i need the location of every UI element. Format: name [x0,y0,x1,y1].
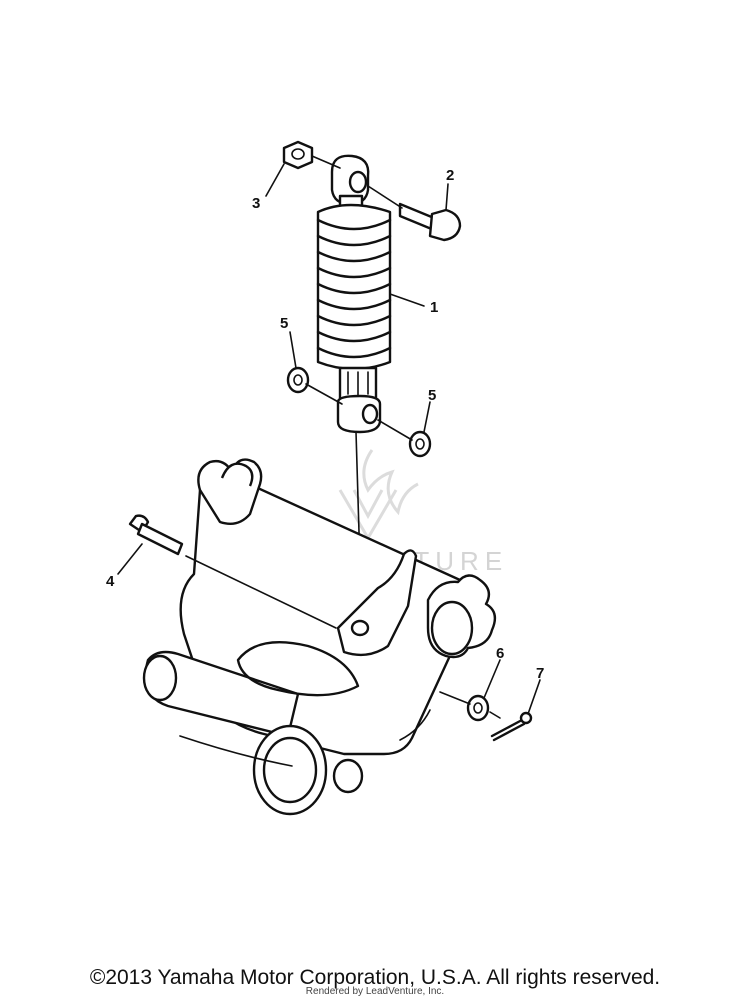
shock-bottom-eye-hole [361,403,379,425]
cotter-pin-leg-2 [492,722,526,742]
pivot-bolt-shank [136,522,184,556]
washer-right-guide [377,419,413,441]
washer-left-guide [305,383,343,405]
cotter-pin [490,711,533,742]
callout-6: 6 [496,645,504,662]
shock-spring-body [316,203,392,371]
leader-5a [289,331,297,369]
shock-absorber [316,154,392,434]
washer-right [408,430,432,458]
pivot-bolt [128,514,184,556]
copyright-text: ©2013 Yamaha Motor Corporation, U.S.A. A… [89,966,661,989]
callout-leaders [117,163,541,715]
washer-left [286,366,310,394]
rear-housing-boss [332,758,364,794]
shock-bottom-eye [336,394,382,434]
callout-5-right: 5 [428,387,436,404]
callout-numbers: 3 2 1 5 5 4 6 7 [106,167,544,682]
rear-washer-guide [439,691,471,705]
leader-1 [389,293,425,307]
shock-mount-bracket [336,549,418,657]
callout-1: 1 [430,299,438,316]
leader-5b [423,401,431,433]
callout-7: 7 [536,665,544,682]
callout-5-left: 5 [280,315,288,332]
swingarm-cutout [236,641,360,697]
cross-tube-end [142,654,178,702]
leader-4 [117,543,143,575]
leader-2 [445,183,449,211]
right-flange-hole [430,600,474,656]
bolt-head-icon [428,208,462,242]
cotter-pin-guide [489,711,501,719]
callout-3: 3 [252,195,260,212]
watermark-flame-icon [362,449,419,516]
cotter-pin-eye-icon [519,711,533,725]
rendered-by-text: Rendered by LeadVenture, Inc. [305,986,445,997]
leader-3 [265,163,285,197]
nut-guide-line [311,155,341,169]
leader-6 [483,659,501,699]
upper-bolt [398,202,462,242]
shock-top-eye-hole [348,170,368,194]
swingarm [142,458,497,816]
washer-icon [408,430,432,458]
washer-icon [466,694,490,722]
swingarm-underside [179,735,293,767]
bolt-shank [398,202,436,232]
nut-icon [282,140,314,170]
swingarm-front-tab [220,462,254,487]
bolt-guide-line [367,185,403,209]
callout-4: 4 [106,573,115,590]
callout-2: 2 [446,167,454,184]
cotter-pin-leg [490,718,524,738]
upper-nut [282,140,314,170]
leader-7 [527,679,541,715]
rear-washer [466,694,490,722]
shock-spring-coils [316,218,392,359]
washer-icon [286,366,310,394]
swingarm-side-edge [399,709,431,741]
pivot-bolt-guide-line [185,555,337,629]
